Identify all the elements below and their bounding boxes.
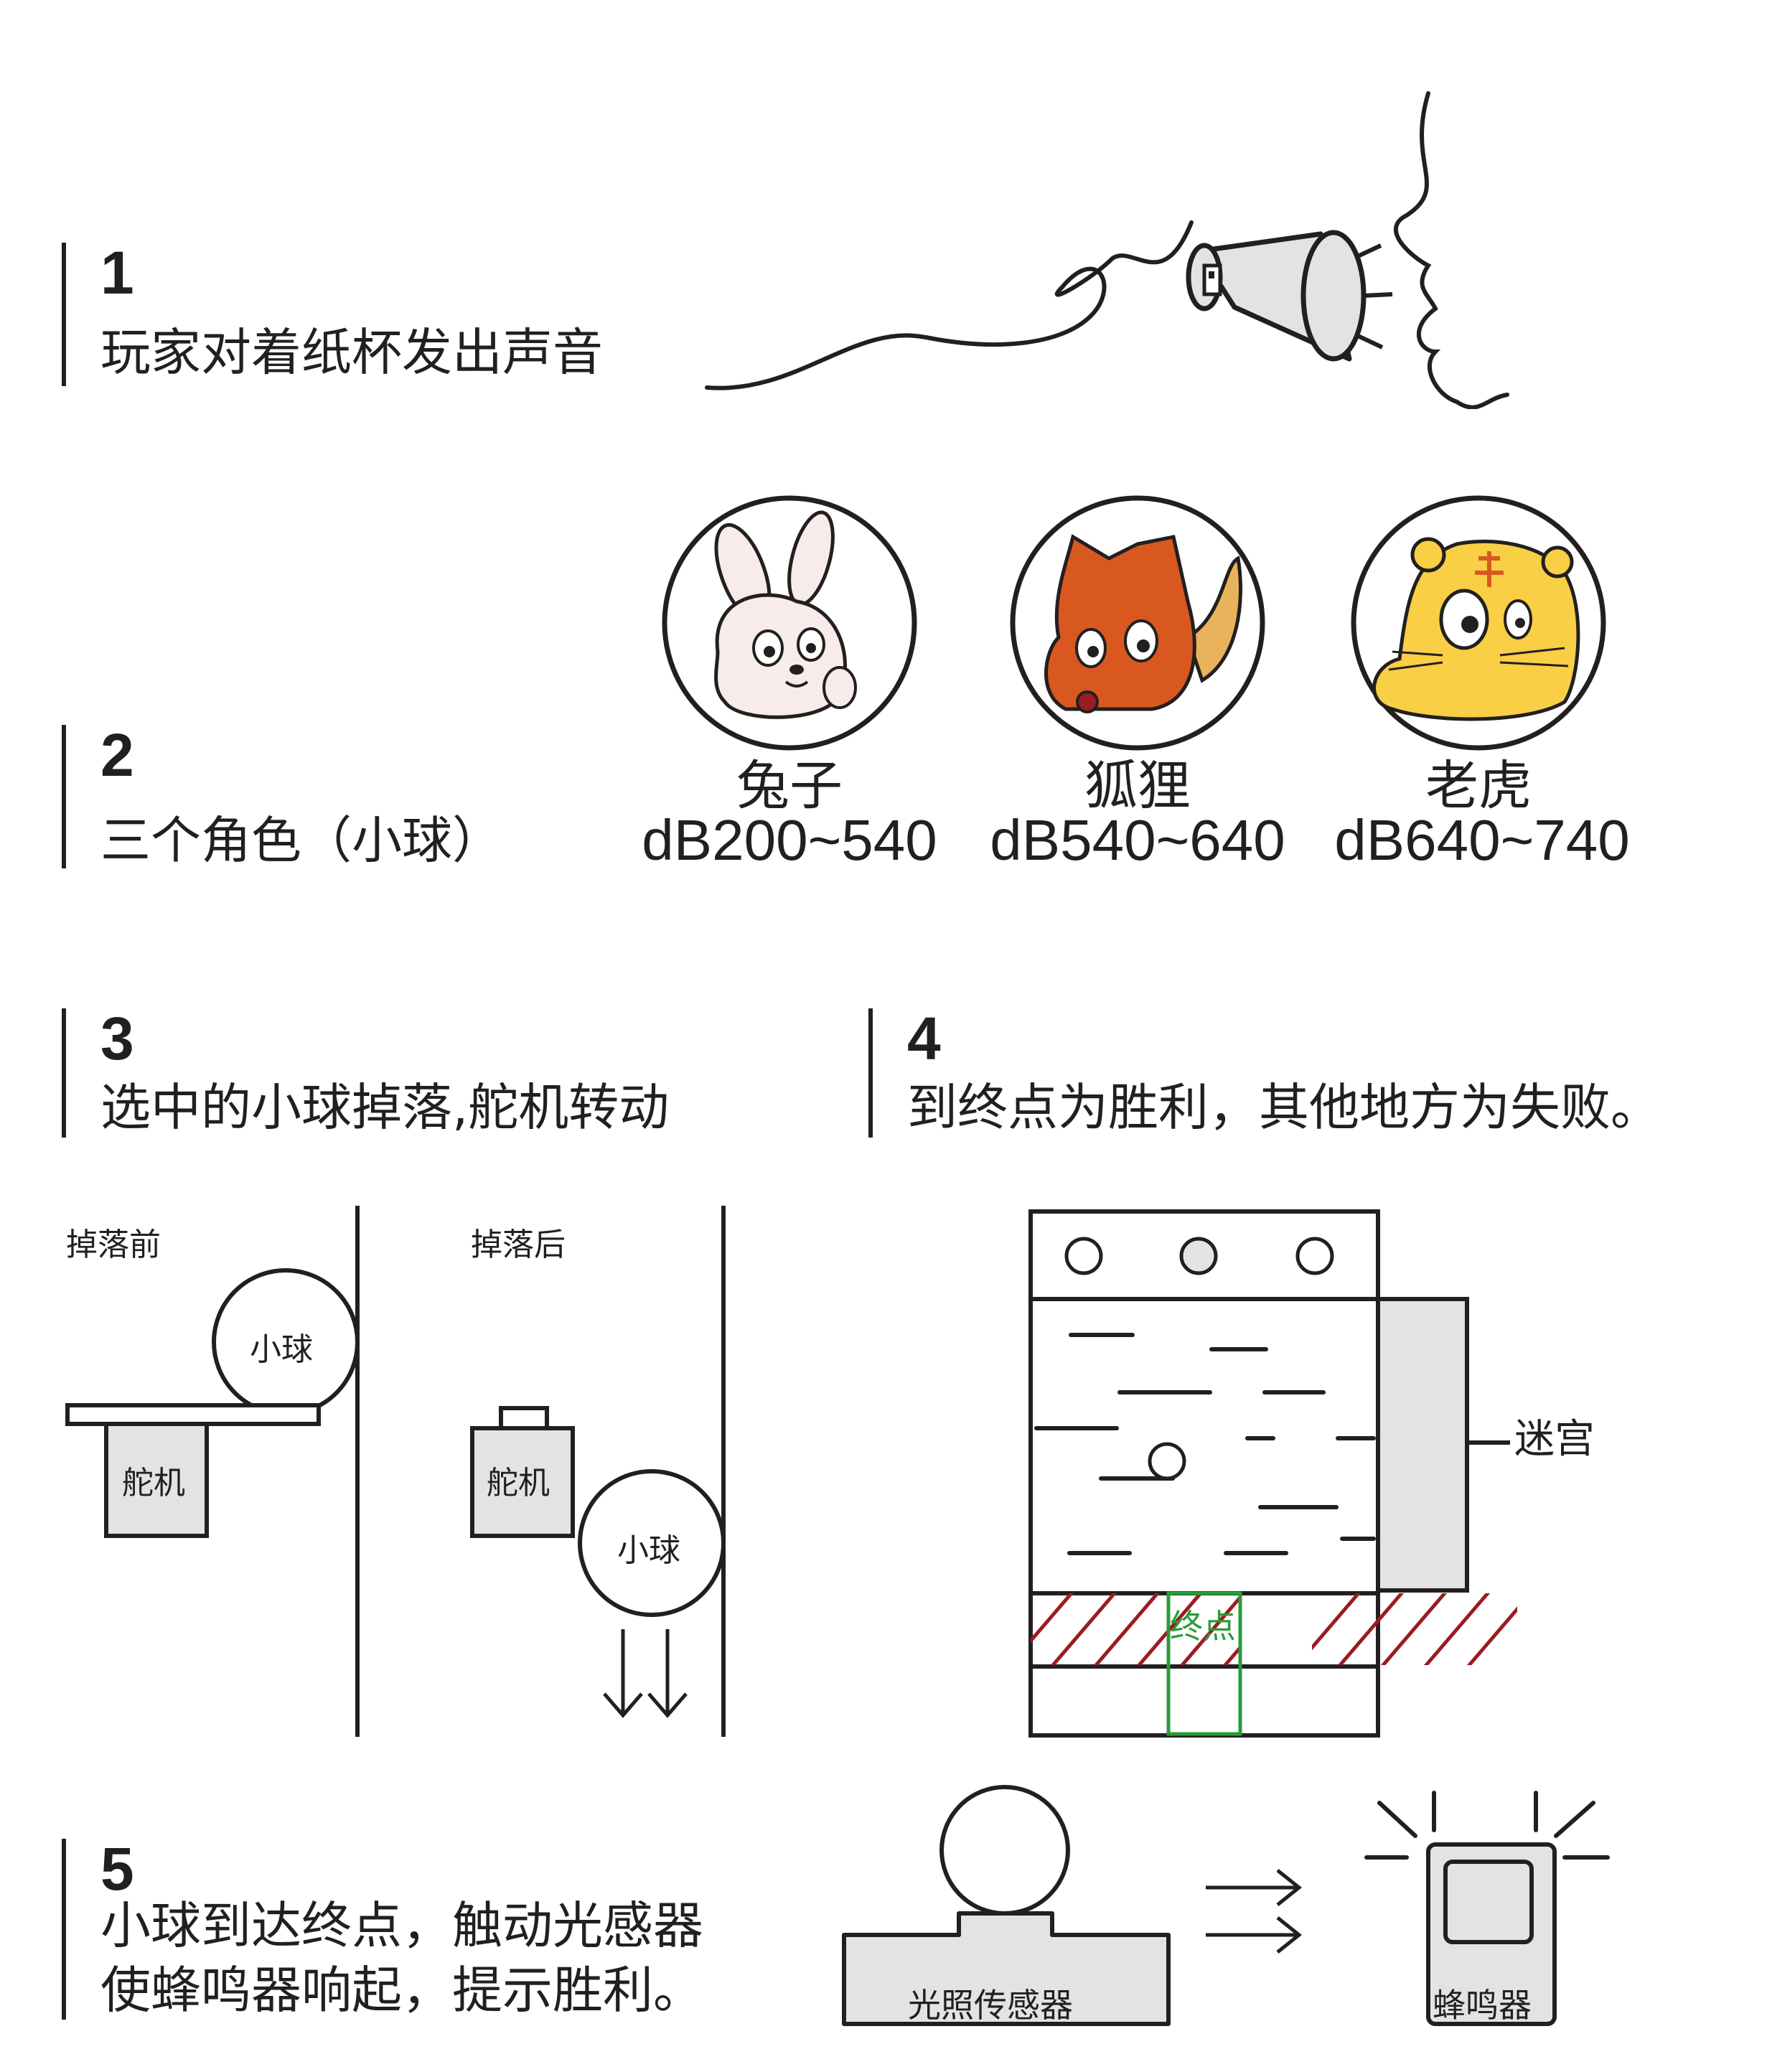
cup-rim — [1300, 230, 1367, 362]
light-sensor-label: 光照传感器 — [908, 1986, 1073, 2025]
character-range-tiger: dB640~740 — [1334, 808, 1630, 872]
after-drop-label: 掉落后 — [471, 1227, 566, 1263]
character-range-fox: dB540~640 — [990, 808, 1285, 872]
ball-after — [578, 1469, 726, 1617]
step4-bar — [868, 1008, 873, 1138]
step3-text: 选中的小球掉落,舵机转动 — [100, 1078, 670, 1137]
step4-number: 4 — [907, 1005, 941, 1072]
light-sensor — [842, 1911, 1171, 2026]
maze-hole — [1295, 1237, 1334, 1275]
step2-bar — [62, 725, 66, 868]
maze-hole — [1179, 1237, 1218, 1275]
character-name-tiger: 老虎 — [1425, 755, 1532, 817]
character-name-rabbit: 兔子 — [736, 755, 843, 817]
maze-frame — [1028, 1209, 1380, 1738]
sensor-ball — [939, 1785, 1070, 1916]
right-arrow-icon — [1206, 1869, 1303, 1906]
step2-text: 三个角色（小球） — [100, 811, 502, 870]
tiger-icon — [1351, 495, 1606, 751]
step4-text: 到终点为胜利，其他地方为失败。 — [907, 1078, 1661, 1137]
step3-number: 3 — [100, 1005, 134, 1072]
character-name-fox: 狐狸 — [1084, 755, 1191, 817]
step5-number: 5 — [100, 1835, 134, 1903]
maze-finish-zone — [1166, 1591, 1242, 1736]
paper-cup-illustration — [705, 91, 1509, 409]
ball-label-before: 小球 — [250, 1331, 313, 1368]
step1-bar — [62, 243, 66, 386]
step5-bar — [62, 1839, 66, 2020]
maze-side-panel — [1372, 1297, 1469, 1593]
face-profile — [1394, 91, 1509, 409]
before-drop-label: 掉落前 — [66, 1227, 161, 1263]
step1-text: 玩家对着纸杯发出声音 — [100, 323, 603, 382]
maze-ball — [1148, 1442, 1186, 1481]
cup-string — [705, 220, 1194, 390]
servo-body-before — [104, 1422, 209, 1538]
servo-diagram — [65, 1206, 726, 1737]
fox-icon — [1010, 495, 1265, 751]
servo-label-after: 舵机 — [487, 1465, 550, 1501]
step2-number: 2 — [100, 721, 134, 789]
buzzer-screen — [1443, 1860, 1534, 1944]
step3-bar — [62, 1008, 66, 1138]
servo-label-before: 舵机 — [122, 1465, 185, 1501]
maze-hole — [1064, 1237, 1103, 1275]
step5-text-line2: 使蜂鸣器响起，提示胜利。 — [100, 1961, 703, 2020]
sensor-buzzer-diagram — [842, 1785, 1610, 2026]
maze-diagram — [1028, 1209, 1517, 1738]
right-arrow-icon — [1206, 1916, 1303, 1954]
cup-sensor — [1202, 263, 1222, 296]
down-arrow-icon — [647, 1629, 688, 1718]
finish-label: 终点 — [1170, 1607, 1236, 1646]
step5-text-line1: 小球到达终点，触动光感器 — [100, 1896, 703, 1955]
servo-arm-before — [65, 1403, 321, 1426]
buzzer-label: 蜂鸣器 — [1433, 1986, 1532, 2025]
servo-body-after — [470, 1426, 575, 1538]
step1-number: 1 — [100, 239, 134, 306]
ball-label-after: 小球 — [617, 1532, 680, 1569]
down-arrow-icon — [603, 1629, 643, 1718]
servo-arm-after — [499, 1406, 549, 1430]
rabbit-icon — [662, 495, 917, 751]
character-range-rabbit: dB200~540 — [642, 808, 937, 872]
maze-label: 迷宫 — [1514, 1416, 1595, 1463]
